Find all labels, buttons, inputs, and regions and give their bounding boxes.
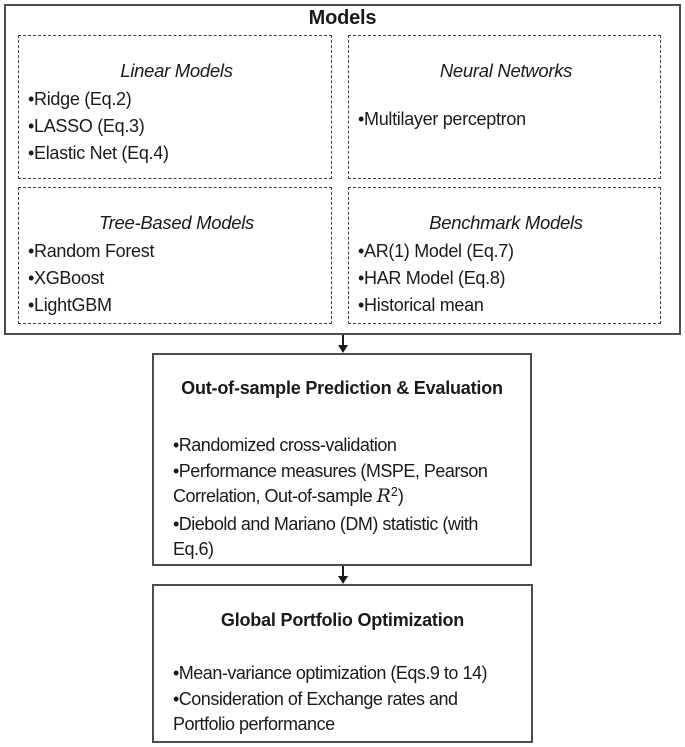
tree-based-models-box: Tree-Based Models •Random Forest •XGBoos… xyxy=(18,187,332,324)
arrow-head xyxy=(338,345,348,353)
list-item: •Historical mean xyxy=(358,295,484,315)
neural-networks-box: Neural Networks •Multilayer perceptron xyxy=(348,35,661,179)
arrow-shaft xyxy=(342,335,344,345)
list-item: •Mean-variance optimization (Eqs.9 to 14… xyxy=(173,663,487,683)
neural-networks-title: Neural Networks xyxy=(439,60,573,81)
tree-based-models-title: Tree-Based Models xyxy=(99,212,254,233)
arrow-head xyxy=(338,576,348,584)
math-r-symbol: R xyxy=(376,485,391,507)
benchmark-models-box: Benchmark Models •AR(1) Model (Eq.7) •HA… xyxy=(348,187,661,324)
arrow-shaft xyxy=(342,566,344,576)
line-text: ) xyxy=(397,486,404,506)
list-item: •Performance measures (MSPE, Pearson xyxy=(173,460,488,481)
portfolio-box: Global Portfolio Optimization •Mean-vari… xyxy=(152,584,533,743)
list-item: •Diebold and Mariano (DM) statistic (wit… xyxy=(173,513,478,534)
list-item: •Elastic Net (Eq.4) xyxy=(28,143,169,163)
list-item: Eq.6) xyxy=(173,539,214,559)
evaluation-title: Out-of-sample Prediction & Evaluation xyxy=(181,378,503,398)
list-item: •LASSO (Eq.3) xyxy=(28,116,145,136)
linear-models-box: Linear Models •Ridge (Eq.2) •LASSO (Eq.3… xyxy=(18,35,332,179)
portfolio-lines: •Mean-variance optimization (Eqs.9 to 14… xyxy=(173,661,527,738)
linear-models-items: •Ridge (Eq.2) •LASSO (Eq.3) •Elastic Net… xyxy=(28,86,325,167)
list-item: •Randomized cross-validation xyxy=(173,435,397,455)
list-item: •XGBoost xyxy=(28,268,104,288)
list-item: •Multilayer perceptron xyxy=(358,109,526,129)
list-item: Correlation, Out-of-sample R2) xyxy=(173,484,526,512)
neural-networks-items: •Multilayer perceptron xyxy=(358,106,654,133)
down-arrow-icon xyxy=(337,566,349,584)
benchmark-models-title: Benchmark Models xyxy=(429,212,583,233)
list-item: •Ridge (Eq.2) xyxy=(28,89,132,109)
math-superscript: 2 xyxy=(390,485,398,499)
list-item: •Random Forest xyxy=(28,241,155,261)
portfolio-title: Global Portfolio Optimization xyxy=(220,610,465,630)
list-item: Portfolio performance xyxy=(173,714,335,734)
benchmark-models-items: •AR(1) Model (Eq.7) •HAR Model (Eq.8) •H… xyxy=(358,238,654,319)
line-text: Correlation, Out-of-sample xyxy=(173,486,377,506)
linear-models-title: Linear Models xyxy=(120,60,233,81)
down-arrow-icon xyxy=(337,335,349,353)
tree-based-models-items: •Random Forest •XGBoost •LightGBM xyxy=(28,238,325,319)
list-item: •LightGBM xyxy=(28,295,112,315)
models-section-title: Models xyxy=(308,7,377,29)
list-item: •Consideration of Exchange rates and xyxy=(173,688,458,709)
list-item: •AR(1) Model (Eq.7) xyxy=(358,241,514,261)
evaluation-lines: •Randomized cross-validation •Performanc… xyxy=(173,433,526,563)
list-item: •HAR Model (Eq.8) xyxy=(358,268,506,288)
evaluation-box: Out-of-sample Prediction & Evaluation •R… xyxy=(152,353,532,566)
